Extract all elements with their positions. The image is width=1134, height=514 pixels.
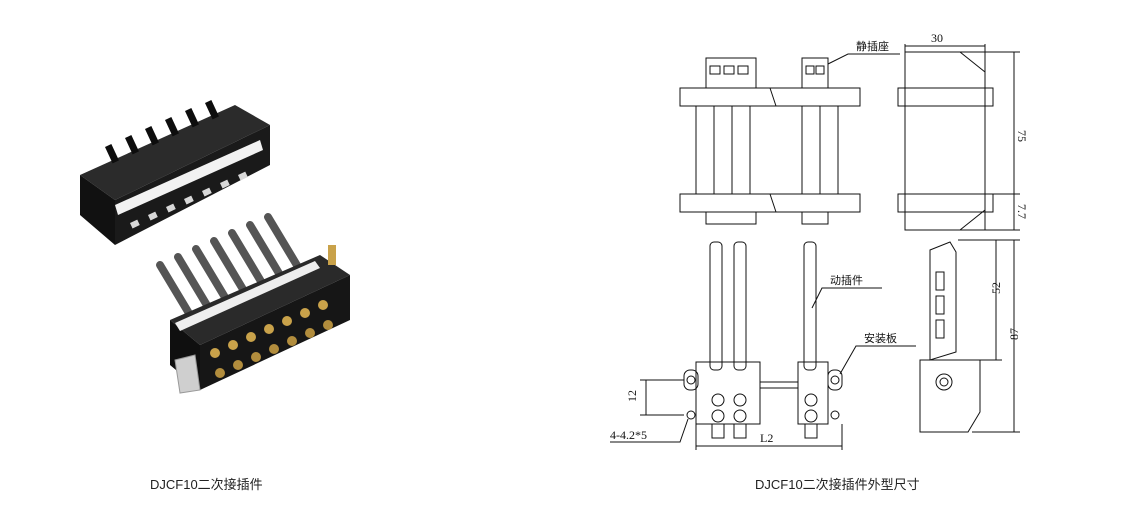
plug-top-face — [170, 255, 350, 345]
product-photo — [60, 95, 380, 425]
plug-label-strip — [175, 261, 320, 331]
label-mounting-plate: 安装板 — [864, 331, 897, 345]
technical-drawing-svg: 静插座 30 75 7.7 — [610, 31, 1029, 450]
side-view — [897, 44, 1020, 231]
dim-top-width: 30 — [931, 31, 943, 45]
guide-pin — [328, 245, 336, 265]
mounting-bracket-left — [174, 354, 201, 394]
dim-side-height: 75 — [1015, 130, 1029, 142]
label-static-socket: 静插座 — [856, 39, 889, 53]
dim-plug-height: 52 — [989, 282, 1003, 294]
socket-ribs — [105, 100, 219, 164]
mounting-plate-leader — [839, 345, 916, 375]
dim-length: L2 — [760, 431, 773, 445]
socket-label-strip — [115, 140, 263, 215]
static-socket-leader — [827, 53, 900, 65]
plug-pins — [156, 213, 302, 319]
terminal-screws — [210, 300, 333, 378]
label-moving-plug: 动插件 — [830, 273, 863, 287]
moving-plug-front-view — [610, 241, 843, 450]
dim-holes: 4-4.2*5 — [610, 428, 647, 442]
moving-plug-leader — [811, 287, 882, 309]
dim-side-base: 7.7 — [1015, 204, 1029, 219]
caption-product: DJCF10二次接插件 — [150, 477, 263, 492]
static-socket-front-view — [679, 57, 861, 225]
connector-photo-illustration — [80, 100, 350, 394]
socket-side-face — [80, 175, 115, 245]
dim-hole-spacing: 12 — [625, 390, 639, 402]
dimension-drawing: 静插座 30 75 7.7 — [600, 22, 1120, 462]
caption-dimensions: DJCF10二次接插件外型尺寸 — [755, 477, 920, 492]
plug-side-view — [919, 239, 1020, 433]
socket-slots — [130, 171, 248, 229]
socket-top-face — [80, 105, 270, 200]
dim-total-height: 87 — [1007, 328, 1021, 340]
